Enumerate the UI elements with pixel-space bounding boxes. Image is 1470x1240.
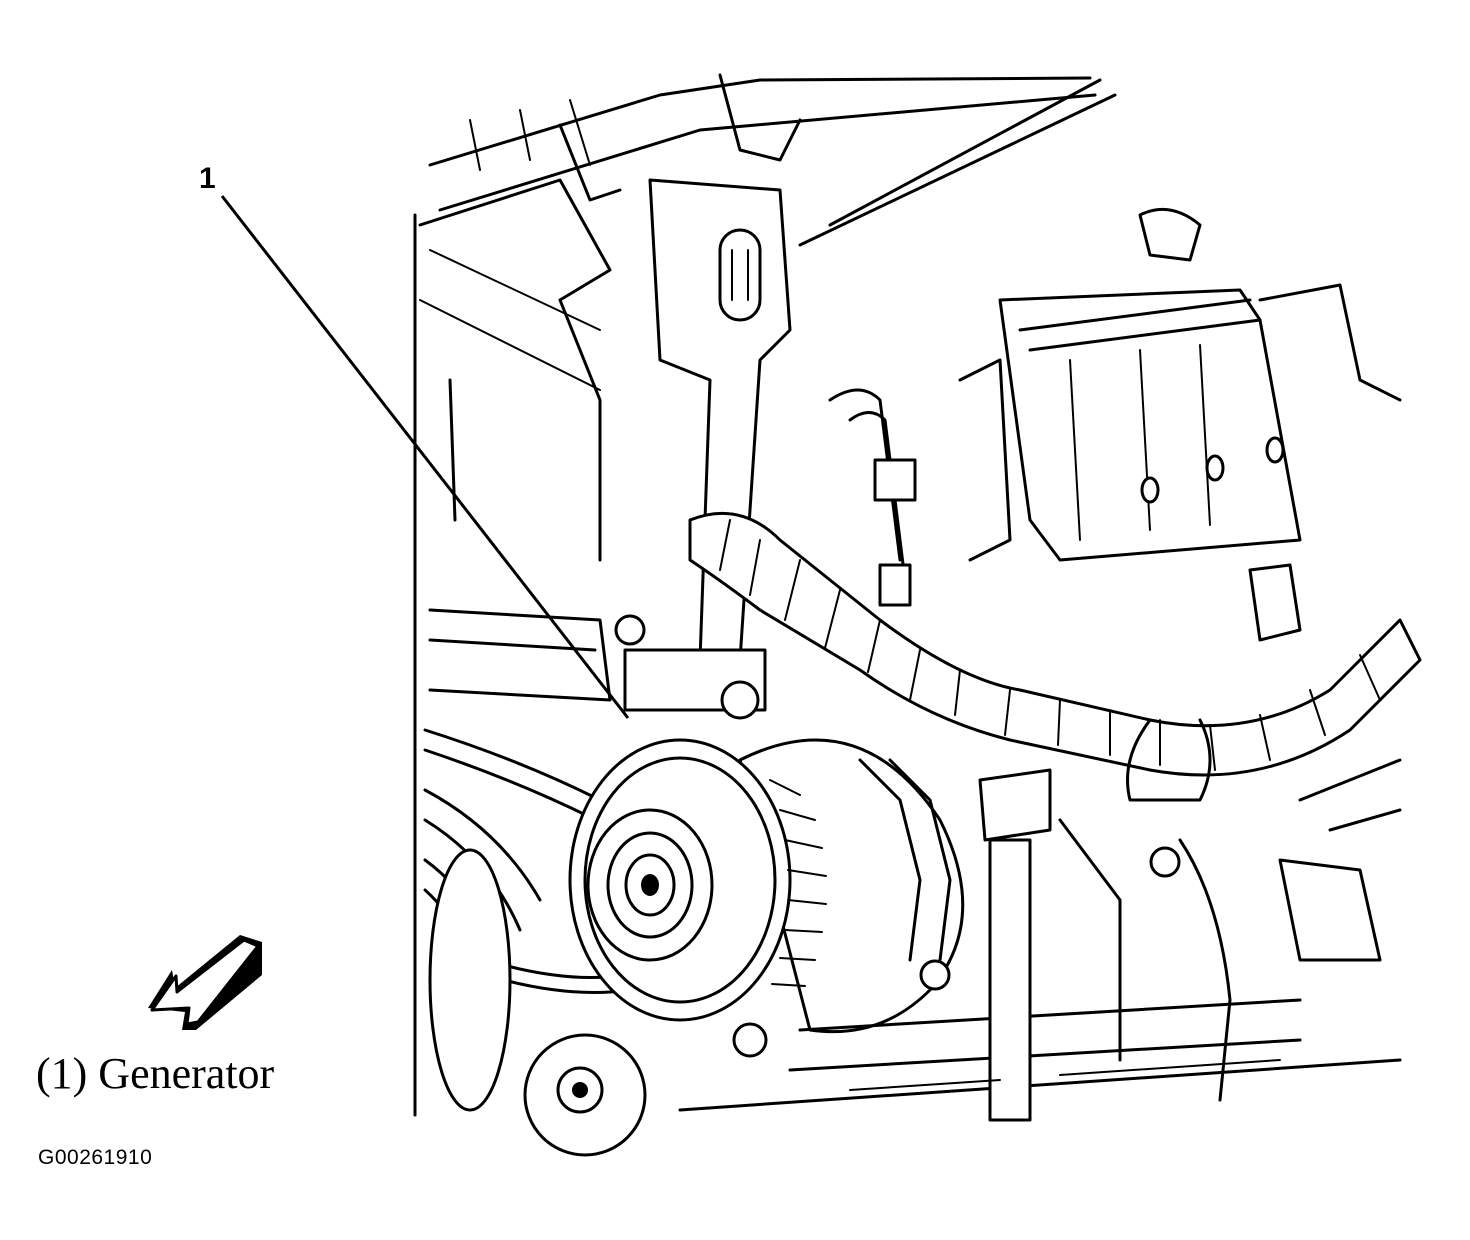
intake-manifold (413, 73, 1117, 1117)
generator (568, 648, 965, 1058)
front-direction-arrow-icon (148, 935, 262, 1030)
engine-block (428, 608, 1402, 1122)
wiring-harness (688, 388, 1422, 842)
legend-item: (1) Generator (36, 1049, 275, 1098)
ecm-module (958, 207, 1402, 562)
figure-id: G00261910 (38, 1146, 153, 1169)
callout-leader-line (220, 195, 630, 719)
callout-number: 1 (199, 162, 216, 195)
